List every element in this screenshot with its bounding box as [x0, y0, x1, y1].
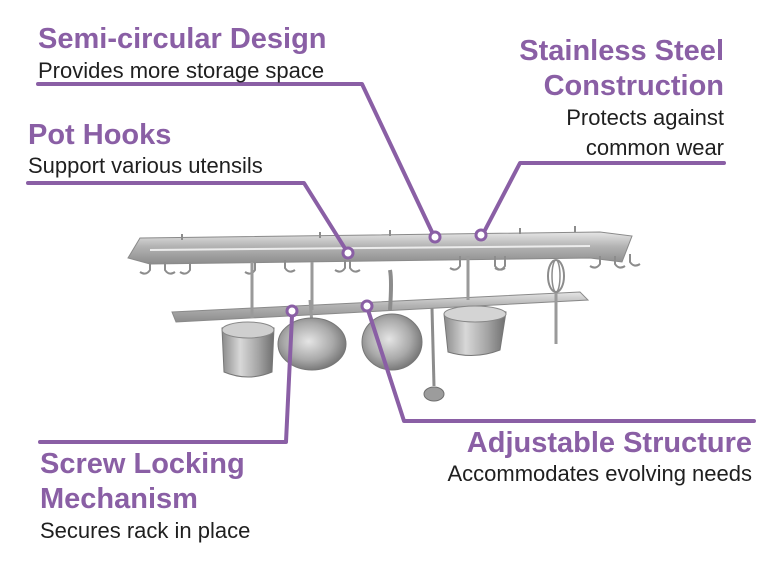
pot-hooks-leader: [26, 181, 348, 252]
stainless-description-line1: Protects against: [566, 105, 724, 130]
semi-circular-description: Provides more storage space: [38, 58, 325, 83]
semi-circular-leader: [36, 82, 434, 234]
adjustable-marker: [360, 299, 374, 313]
support-rods: [310, 256, 470, 310]
adjustable-title: Adjustable Structure: [466, 427, 752, 459]
pot-left: [221, 262, 275, 378]
pot-hooks-description: Support various utensils: [28, 153, 263, 178]
callout-lines: [26, 82, 756, 444]
screw-locking-description: Secures rack in place: [40, 518, 251, 543]
whisk: [547, 259, 565, 344]
stainless-leader: [482, 161, 726, 234]
semi-circular-marker: [428, 230, 442, 244]
screw-locking-title-line1: Screw Locking: [40, 448, 245, 480]
callout-markers: [285, 228, 488, 318]
screw-locking-title-line2: Mechanism: [40, 483, 198, 515]
pan-left: [277, 299, 347, 371]
ladle: [423, 307, 445, 402]
pot-hooks-title: Pot Hooks: [28, 119, 172, 151]
lower-rail: [171, 291, 590, 323]
semi-circular-title: Semi-circular Design: [38, 23, 327, 55]
screw-locking-marker: [285, 304, 299, 318]
adjustable-description: Accommodates evolving needs: [447, 461, 753, 486]
screw-locking-leader: [38, 314, 294, 444]
pot-hooks-marker: [341, 246, 355, 260]
stainless-description-line2: common wear: [585, 135, 724, 160]
saucepan-center: [361, 269, 423, 371]
stainless-title-line1: Stainless Steel: [519, 35, 724, 67]
adjustable-leader: [366, 308, 756, 423]
stainless-marker: [474, 228, 488, 242]
upper-hooks: [139, 226, 641, 275]
stainless-title-line2: Construction: [543, 70, 724, 102]
pot-right: [443, 305, 507, 356]
